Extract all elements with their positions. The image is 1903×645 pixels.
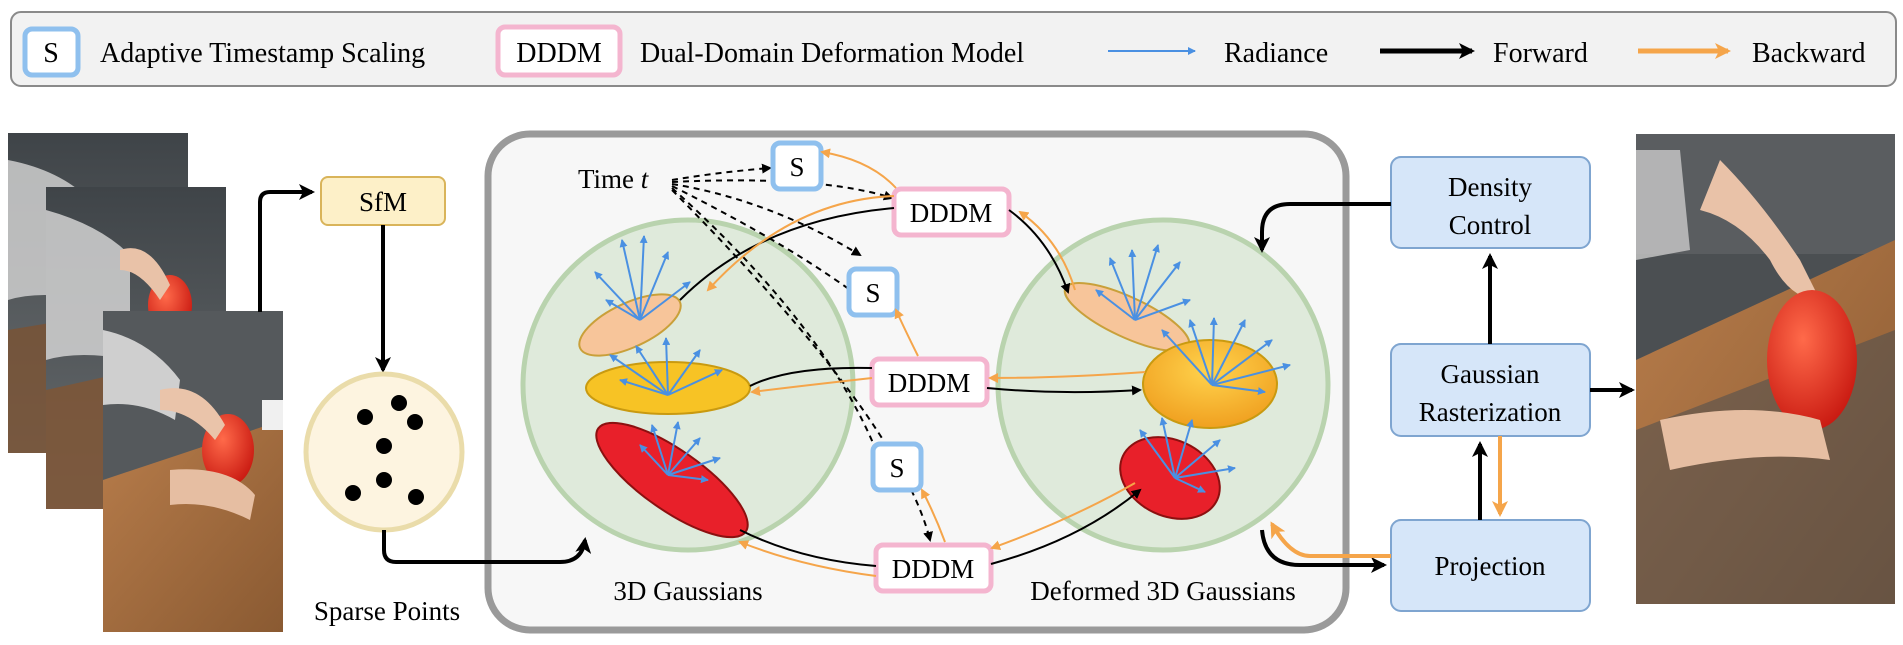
- rasterization-line1: Gaussian: [1441, 359, 1540, 389]
- time-variable: t: [641, 164, 650, 194]
- sparse-point: [345, 485, 361, 501]
- forward-deform-arrows: [679, 207, 1142, 567]
- sparse-points-label: Sparse Points: [314, 596, 460, 626]
- dddm-node-3: DDDM: [873, 542, 994, 594]
- legend-radiance-label: Radiance: [1224, 38, 1328, 69]
- rasterization-node: Gaussian Rasterization: [1390, 343, 1591, 437]
- sparse-points: [303, 371, 465, 533]
- legend-backward-label: Backward: [1752, 38, 1866, 69]
- scaling-node-3: S: [870, 441, 924, 493]
- legend-scaling-label: Adaptive Timestamp Scaling: [100, 38, 425, 69]
- time-dashed-arrows: [671, 163, 933, 542]
- projection-label: Projection: [1435, 551, 1546, 581]
- scaling-label: S: [789, 152, 804, 182]
- legend-dddm-symbol-text: DDDM: [516, 38, 602, 69]
- time-word: Time: [578, 164, 634, 194]
- radiance-arrows: [594, 235, 1291, 493]
- projection-node: Projection: [1390, 519, 1591, 612]
- scaling-node-1: S: [770, 140, 824, 192]
- time-label: Time t: [578, 164, 650, 194]
- deformed-gaussians-label: Deformed 3D Gaussians: [1030, 576, 1295, 606]
- legend-scaling-symbol-text: S: [43, 38, 59, 69]
- legend: S Adaptive Timestamp Scaling DDDM Dual-D…: [10, 11, 1897, 87]
- density-control-node: Density Control: [1390, 156, 1591, 249]
- sfm-label: SfM: [359, 187, 407, 217]
- arrow-projection-to-deformed-back: [1270, 521, 1391, 558]
- scaling-label: S: [865, 278, 880, 308]
- projection-box: [1390, 519, 1591, 612]
- density-control-line2: Control: [1449, 210, 1532, 240]
- gaussian-ellipse-red: [595, 421, 749, 539]
- dddm-label: DDDM: [892, 554, 975, 584]
- sparse-point: [376, 438, 392, 454]
- legend-dddm-label: Dual-Domain Deformation Model: [640, 38, 1024, 69]
- sparse-point: [376, 472, 392, 488]
- sparse-point: [407, 414, 423, 430]
- arrow-density-to-deformed: [1254, 202, 1391, 253]
- output-render-image: [1636, 134, 1895, 604]
- rasterization-line2: Rasterization: [1419, 397, 1562, 427]
- scaling-node-2: S: [846, 266, 900, 318]
- sparse-point: [391, 395, 407, 411]
- legend-frame: [10, 11, 1897, 87]
- dddm-label: DDDM: [888, 368, 971, 398]
- legend-scaling-symbol: [22, 26, 81, 78]
- scaling-label: S: [889, 453, 904, 483]
- legend-forward-label: Forward: [1493, 38, 1588, 69]
- sfm-node: SfM: [320, 176, 446, 226]
- input-frames: [8, 133, 283, 632]
- arrow-points-to-gaussians: [382, 530, 592, 564]
- sparse-point: [408, 489, 424, 505]
- gaussians-3d-label: 3D Gaussians: [613, 576, 762, 606]
- dddm-node-2: DDDM: [869, 356, 990, 408]
- gaussian-ellipse-peach: [578, 293, 682, 357]
- density-control-line1: Density: [1448, 172, 1532, 202]
- sparse-point: [357, 409, 373, 425]
- legend-dddm-symbol: [495, 24, 623, 78]
- backward-deform-arrows: [706, 148, 1146, 577]
- arrow-frames-to-sfm: [258, 184, 315, 312]
- arrow-deformed-to-projection: [1260, 529, 1387, 573]
- dddm-label: DDDM: [910, 198, 993, 228]
- input-frame-3: [103, 311, 283, 632]
- dddm-node-1: DDDM: [891, 186, 1012, 238]
